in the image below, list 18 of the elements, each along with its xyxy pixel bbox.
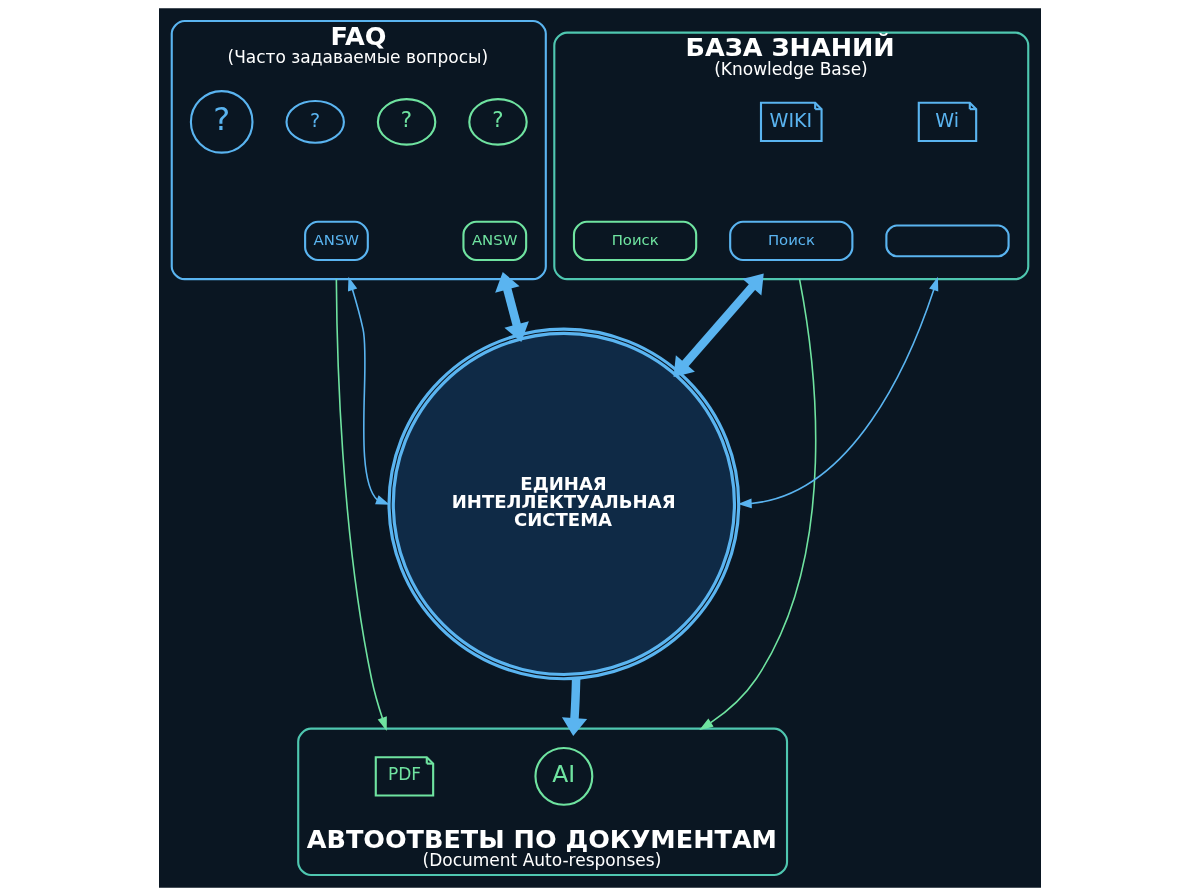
node-ellipse: ? [376,98,437,146]
node-box: Поиск [729,220,854,262]
arrow [673,273,764,378]
arrow [348,276,390,505]
arrow [335,278,387,731]
arrow [561,678,588,737]
node-box [885,224,1010,258]
node-circle: ЕДИНАЯ ИНТЕЛЛЕКТУАЛЬНАЯ СИСТЕМА [387,327,741,681]
arrow [699,278,817,730]
arrow [737,276,939,509]
node-box: ANSW [304,220,369,262]
arrow [495,272,529,342]
node-circle: AI [534,746,594,806]
node-circle: ? [189,90,254,154]
node-ellipse: ? [468,98,528,146]
node-ellipse: ? [285,100,345,144]
node-box: ANSW [462,220,528,262]
node-box: Поиск [572,220,698,262]
